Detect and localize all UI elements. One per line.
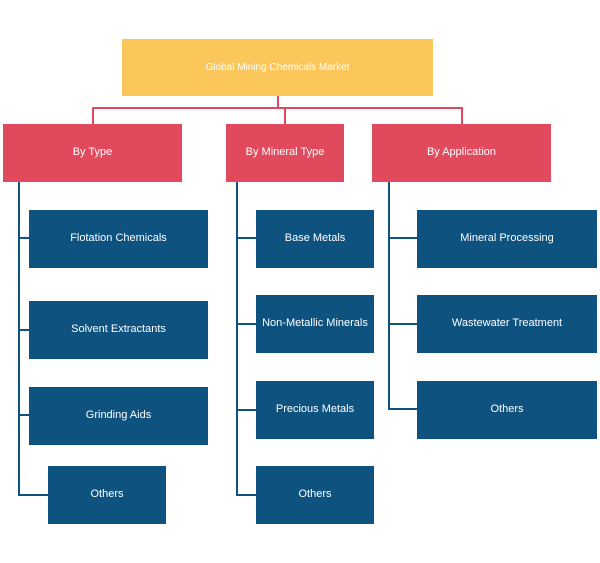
connector-to-by-type bbox=[92, 107, 94, 124]
leaf-label: Flotation Chemicals bbox=[70, 232, 167, 245]
category-label: By Application bbox=[426, 146, 497, 159]
by-type-branch-trunk bbox=[18, 182, 20, 496]
leaf-node-solvent-extractants: Solvent Extractants bbox=[29, 301, 208, 359]
leaf-label: Precious Metals bbox=[275, 403, 355, 416]
by-mineral-type-branch-tick bbox=[236, 409, 256, 411]
category-node-by-mineral-type: By Mineral Type bbox=[226, 124, 344, 182]
leaf-label: Wastewater Treatment bbox=[451, 317, 563, 330]
leaf-node-grinding-aids: Grinding Aids bbox=[29, 387, 208, 445]
connector-to-by-mineral-type bbox=[284, 107, 286, 124]
leaf-node-base-metals: Base Metals bbox=[256, 210, 374, 268]
by-mineral-type-branch-trunk bbox=[236, 182, 238, 496]
leaf-label: Others bbox=[90, 488, 124, 501]
connector-to-by-application bbox=[461, 107, 463, 124]
leaf-node-type-others: Others bbox=[48, 466, 166, 524]
by-mineral-type-branch-tick bbox=[236, 237, 256, 239]
by-application-branch-tick bbox=[388, 408, 417, 410]
by-mineral-type-branch-tick bbox=[236, 494, 256, 496]
root-node-label: Global Mining Chemicals Market bbox=[205, 61, 350, 73]
category-node-by-application: By Application bbox=[372, 124, 551, 182]
leaf-node-mineral-processing: Mineral Processing bbox=[417, 210, 597, 268]
leaf-label: Non-Metallic Minerals bbox=[262, 317, 368, 330]
root-node-global-mining-chemicals-market: Global Mining Chemicals Market bbox=[122, 39, 433, 96]
by-type-branch-tick bbox=[18, 237, 29, 239]
by-type-branch-tick bbox=[18, 329, 29, 331]
leaf-node-mineral-others: Others bbox=[256, 466, 374, 524]
category-label: By Type bbox=[72, 146, 113, 159]
by-application-branch-trunk bbox=[388, 182, 390, 410]
leaf-label: Mineral Processing bbox=[460, 232, 554, 245]
by-mineral-type-branch-tick bbox=[236, 323, 256, 325]
leaf-label: Others bbox=[298, 488, 332, 501]
by-type-branch-tick bbox=[18, 414, 29, 416]
by-type-branch-tick bbox=[18, 494, 48, 496]
leaf-label: Base Metals bbox=[284, 232, 346, 245]
leaf-label: Solvent Extractants bbox=[71, 323, 166, 336]
leaf-node-flotation-chemicals: Flotation Chemicals bbox=[29, 210, 208, 268]
leaf-node-application-others: Others bbox=[417, 381, 597, 439]
category-node-by-type: By Type bbox=[3, 124, 182, 182]
leaf-node-non-metallic-minerals: Non-Metallic Minerals bbox=[256, 295, 374, 353]
by-application-branch-tick bbox=[388, 323, 417, 325]
leaf-label: Grinding Aids bbox=[85, 409, 152, 422]
category-label: By Mineral Type bbox=[245, 146, 325, 159]
root-horizontal-connector bbox=[92, 107, 463, 109]
leaf-label: Others bbox=[490, 403, 524, 416]
by-application-branch-tick bbox=[388, 237, 417, 239]
leaf-node-wastewater-treatment: Wastewater Treatment bbox=[417, 295, 597, 353]
root-stem-connector bbox=[277, 96, 279, 108]
leaf-node-precious-metals: Precious Metals bbox=[256, 381, 374, 439]
